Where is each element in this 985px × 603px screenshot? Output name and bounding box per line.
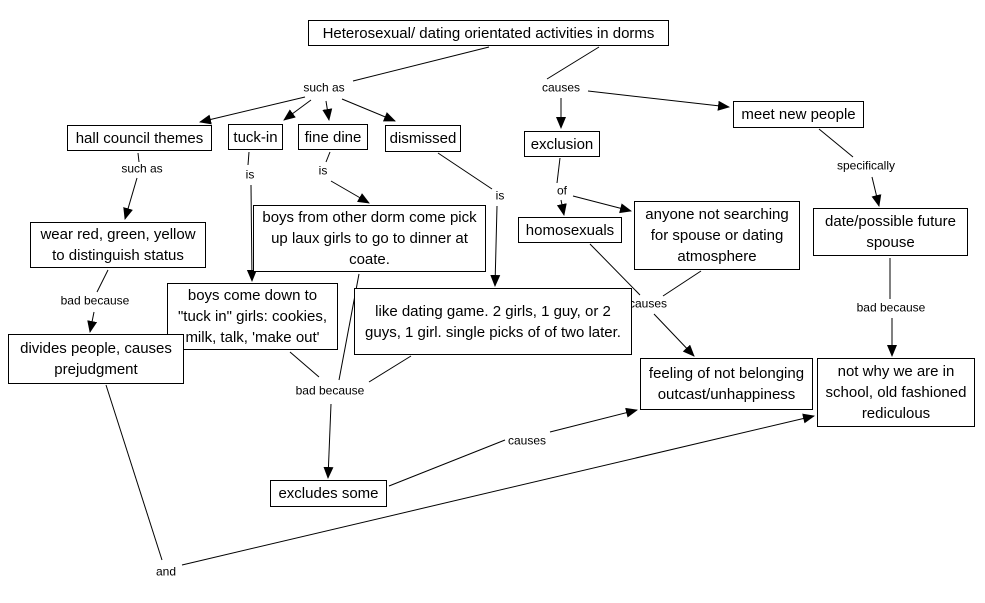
arrow-specifically-datespouse <box>871 176 882 207</box>
arrow-badbecause-excludes <box>323 403 334 479</box>
edge-label-bad-because-right: bad because <box>856 300 926 315</box>
arrow-suchas-hallcouncil <box>199 96 306 125</box>
edge-homosexuals-causes <box>589 243 641 296</box>
node-dating-game[interactable]: like dating game. 2 girls, 1 guy, or 2 g… <box>354 288 632 355</box>
edge-excludes-causes <box>388 439 506 487</box>
edge-datinggame-badbecause <box>368 355 412 383</box>
edge-label-specifically: specifically <box>836 158 896 173</box>
edge-label-causes-3: causes <box>507 433 547 448</box>
arrow-suchas-wearred <box>123 177 138 220</box>
edge-divides-and <box>105 384 163 561</box>
arrow-suchas-tuckin <box>283 99 312 121</box>
edge-finedine-is <box>325 151 331 163</box>
node-homosexuals[interactable]: homosexuals <box>518 217 622 243</box>
node-root[interactable]: Heterosexual/ dating orientated activiti… <box>308 20 669 46</box>
node-wear-red[interactable]: wear red, green, yellow to distinguish s… <box>30 222 206 268</box>
arrow-is-datinggame <box>490 205 501 287</box>
edge-label-is-1: is <box>245 167 255 182</box>
arrow-causes-feeling-2 <box>549 407 638 433</box>
node-tuck-in[interactable]: tuck-in <box>228 124 283 150</box>
edge-label-such-as: such as <box>303 80 345 95</box>
node-laux[interactable]: boys from other dorm come pick up laux g… <box>253 205 486 272</box>
node-dismissed[interactable]: dismissed <box>385 125 461 152</box>
node-date-spouse[interactable]: date/possible future spouse <box>813 208 968 256</box>
node-hall-council[interactable]: hall council themes <box>67 125 212 151</box>
edge-label-bad-because-mid: bad because <box>295 383 365 398</box>
arrow-and-notwhy <box>181 413 815 566</box>
edge-label-and: and <box>155 564 177 579</box>
edge-label-such-as-2: such as <box>121 161 163 176</box>
edge-label-is-3: is <box>495 188 505 203</box>
arrow-suchas-finedine <box>322 100 333 121</box>
arrow-of-homosexuals <box>556 199 567 216</box>
edge-label-of: of <box>556 183 568 198</box>
edge-label-causes-2: causes <box>628 296 668 311</box>
arrow-suchas-dismissed <box>341 98 396 122</box>
node-feeling[interactable]: feeling of not belonging outcast/unhappi… <box>640 358 813 410</box>
edge-label-bad-because-left: bad because <box>60 293 130 308</box>
node-exclusion[interactable]: exclusion <box>524 131 600 157</box>
arrow-of-anyone <box>572 195 632 214</box>
edge-label-is-2: is <box>318 163 328 178</box>
arrow-causes-meetnewpeople <box>587 90 730 111</box>
edge-meet-specifically <box>818 128 854 158</box>
node-excludes-some[interactable]: excludes some <box>270 480 387 507</box>
arrow-is-tuckindetail <box>246 184 257 282</box>
node-anyone[interactable]: anyone not searching for spouse or datin… <box>634 201 800 270</box>
node-meet-new-people[interactable]: meet new people <box>733 101 864 128</box>
edge-hallcouncil-suchas <box>137 152 140 163</box>
arrow-badbecause-divides <box>87 311 98 333</box>
edge-tuckin-is <box>247 151 250 166</box>
edge-label-causes: causes <box>541 80 581 95</box>
edge-wearred-badbecause <box>96 269 109 293</box>
edge-tuckindetail-badbecause <box>289 351 320 378</box>
edge-dismissed-is <box>437 152 493 190</box>
node-divides[interactable]: divides people, causes prejudgment <box>8 334 184 384</box>
arrow-causes-feeling <box>653 313 695 357</box>
edge-exclusion-of <box>556 157 561 184</box>
arrow-is-laux <box>330 180 370 204</box>
node-fine-dine[interactable]: fine dine <box>298 124 368 150</box>
edge-root-causes <box>546 46 600 80</box>
edge-anyone-causes <box>662 270 702 297</box>
edge-root-suchas <box>352 46 490 82</box>
node-not-why[interactable]: not why we are in school, old fashioned … <box>817 358 975 427</box>
node-tuck-in-detail[interactable]: boys come down to "tuck in" girls: cooki… <box>167 283 338 350</box>
